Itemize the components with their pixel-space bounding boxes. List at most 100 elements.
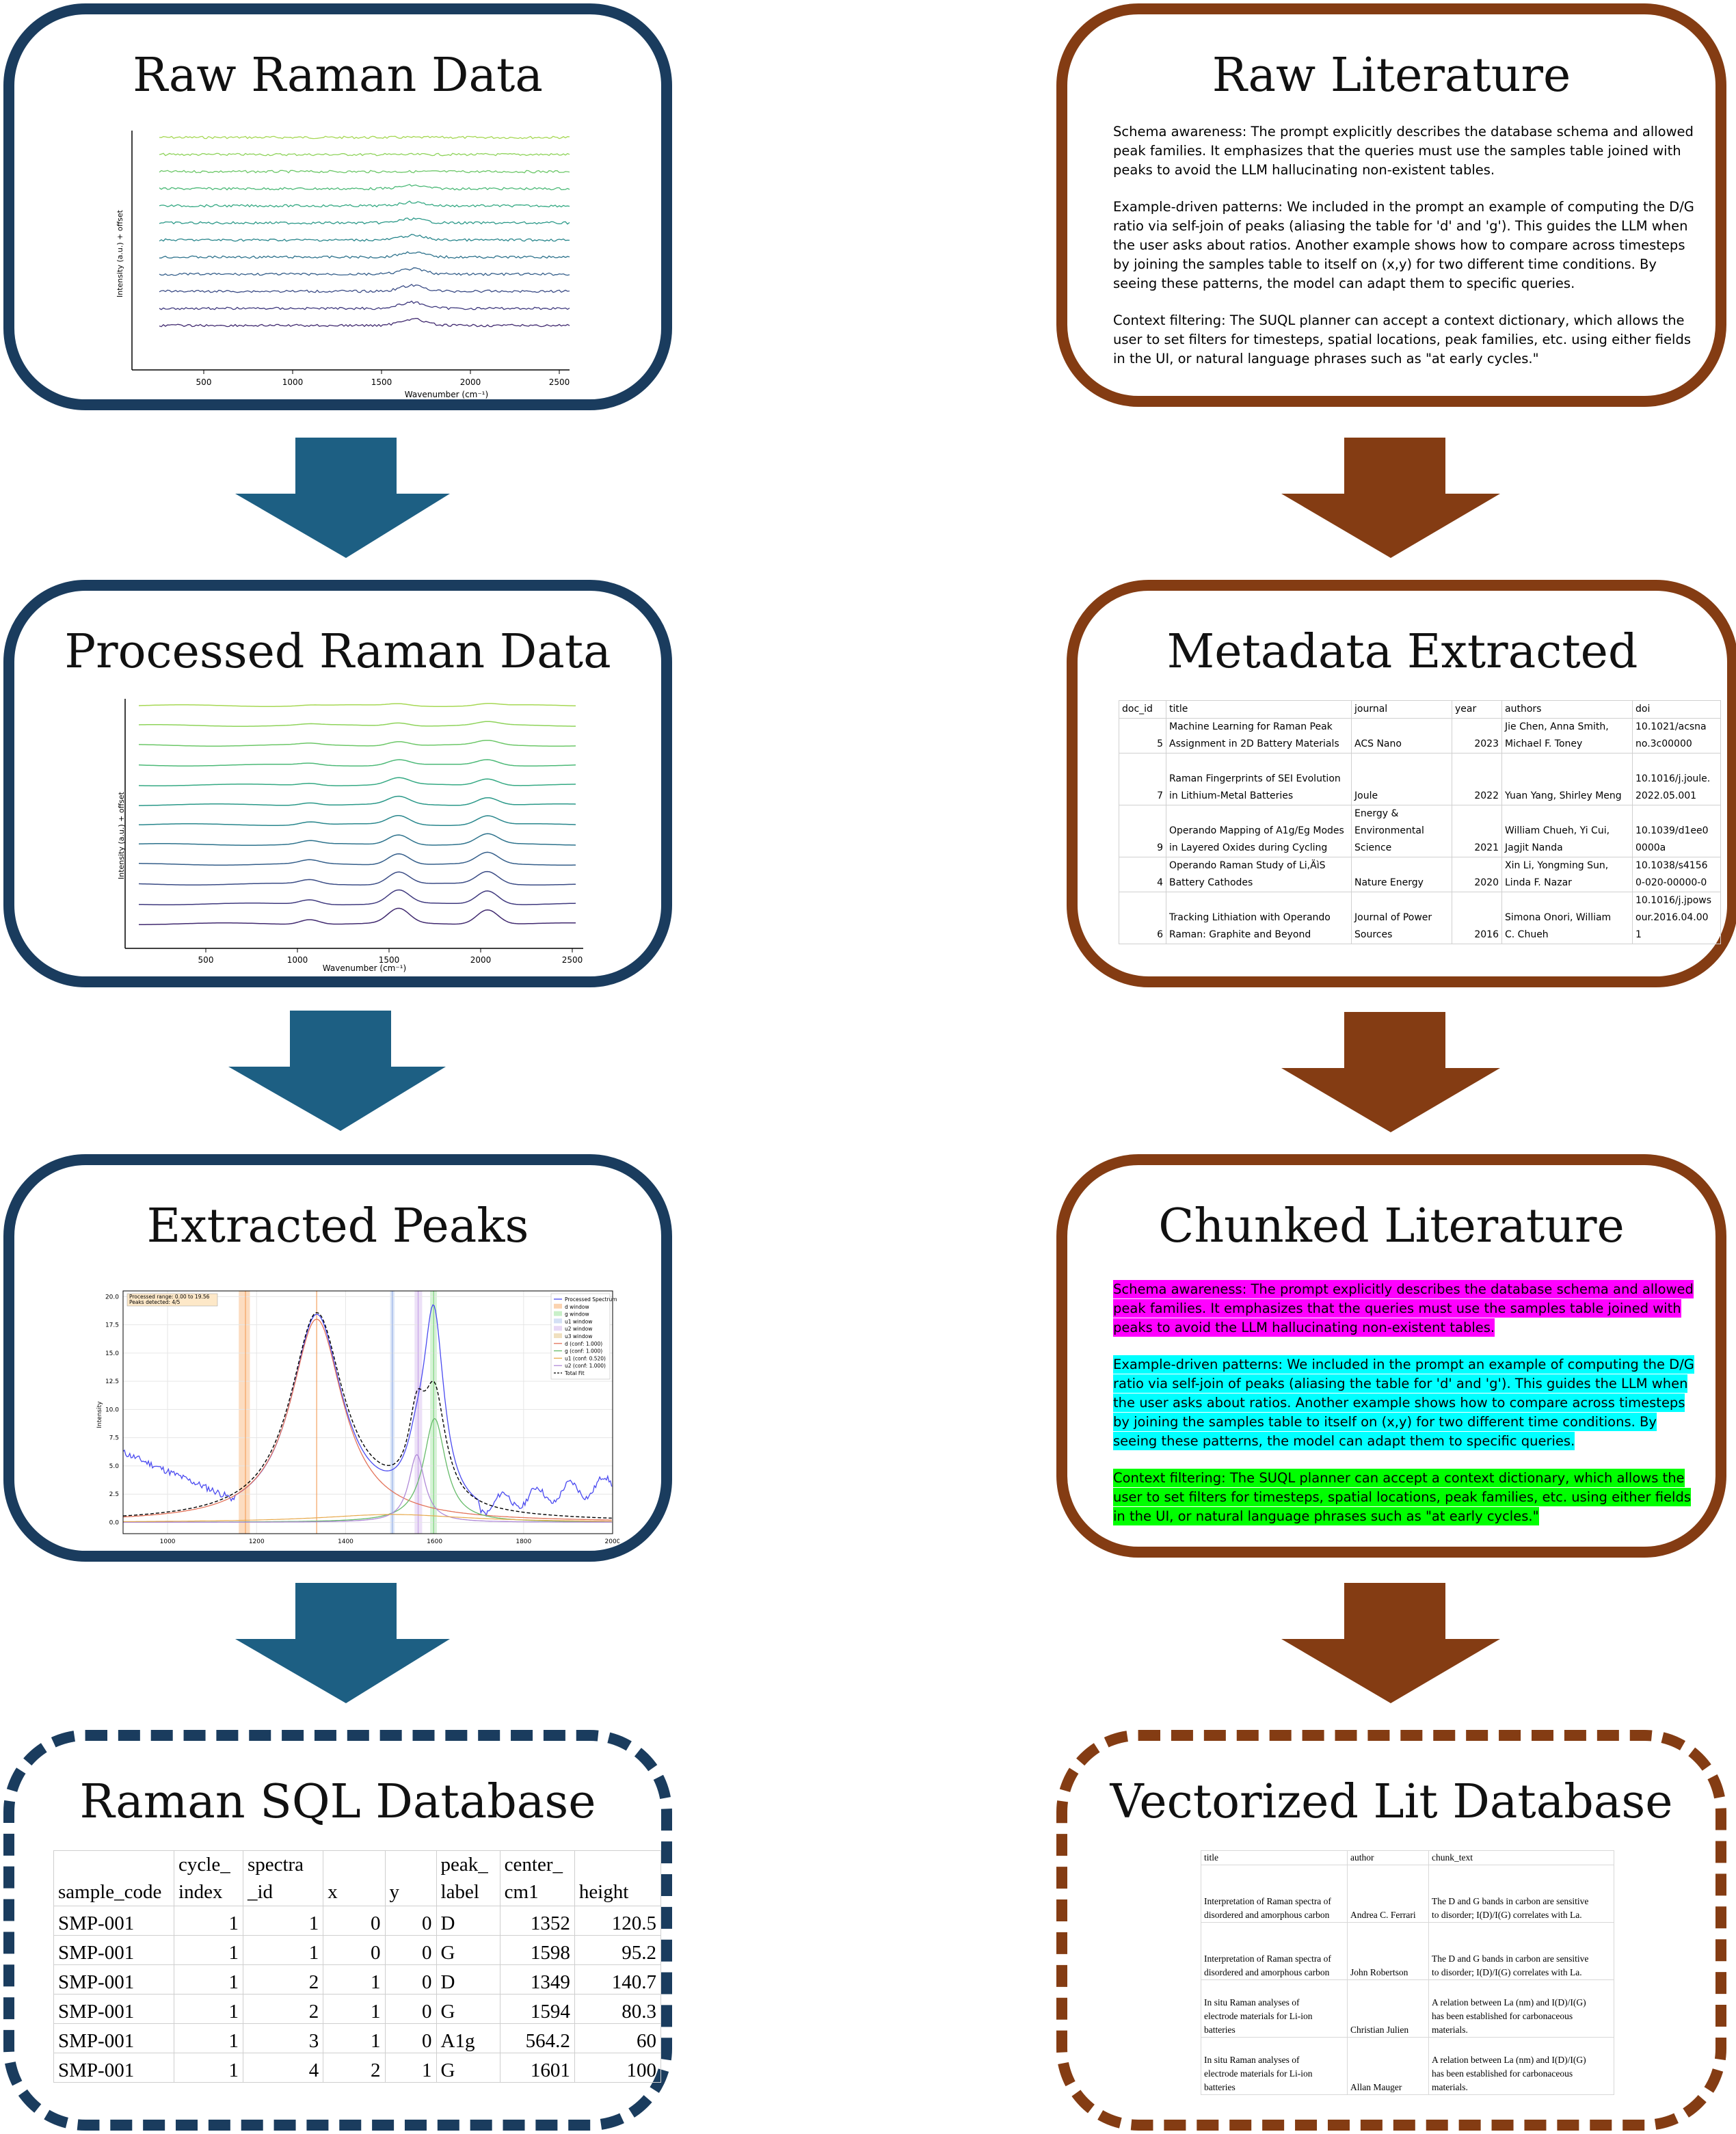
chunked-literature-box: Chunked Literature Schema awareness: The… (1056, 1154, 1726, 1558)
sql-cell: 120.5 (574, 1906, 662, 1936)
processed-spectrum-line (138, 721, 576, 727)
vector-cell: John Robertson (1347, 1922, 1429, 1980)
sql-header-cell: center_cm1 (499, 1850, 575, 1906)
metadata-cell: 5 (1119, 718, 1166, 753)
raw-literature-title: Raw Literature (1212, 49, 1571, 103)
metadata-extracted-title: Metadata Extracted (1166, 625, 1638, 679)
legend-label: Processed Spectrum (565, 1296, 617, 1303)
sql-cell: 1 (174, 1906, 243, 1936)
metadata-cell: Jie Chen, Anna Smith,Michael F. Toney (1501, 718, 1633, 753)
sql-cell: 0 (323, 1935, 386, 1965)
chunk-schema: Schema awareness: The prompt explicitly … (1113, 1280, 1694, 1337)
legend-swatch (554, 1326, 562, 1331)
sql-header-cell: sample_code (53, 1850, 175, 1906)
sql-cell: 100 (574, 2053, 662, 2083)
processed-spectrum-line (138, 870, 576, 885)
sql-cell: 1 (384, 2053, 437, 2083)
sql-header-cell: peak_label (436, 1850, 500, 1906)
metadata-cell: 4 (1119, 857, 1166, 892)
raw-tick-label: 1000 (282, 377, 304, 387)
vector-cell: The D and G bands in carbon are sensitiv… (1428, 1865, 1614, 1923)
sql-cell: 1 (174, 1935, 243, 1965)
peaks-y-tick-label: 12.5 (105, 1378, 119, 1385)
raw-lit-paragraph-context: Context filtering: The SUQL planner can … (1113, 312, 1692, 366)
sql-cell: D (436, 1964, 500, 1995)
vector-cell: The D and G bands in carbon are sensitiv… (1428, 1922, 1614, 1980)
metadata-header-doc_id: doc_id (1119, 700, 1166, 719)
sql-header-cell: spectra_id (242, 1850, 324, 1906)
chunk-context: Context filtering: The SUQL planner can … (1113, 1469, 1692, 1525)
raw-spectrum-line (159, 300, 570, 310)
chunk-examples: Example-driven patterns: We included in … (1113, 1355, 1694, 1450)
raw-spectrum-line (159, 200, 570, 208)
arrow-lit-to-metadata (1281, 438, 1500, 558)
u2-fit-curve (123, 1454, 612, 1523)
peaks-x-tick-label: 1600 (427, 1538, 442, 1545)
metadata-cell: 6 (1119, 892, 1166, 944)
sql-cell: 2 (323, 2053, 386, 2083)
proc-tick-label: 1500 (379, 955, 400, 965)
peaks-y-tick-label: 17.5 (105, 1322, 119, 1329)
metadata-header-journal: journal (1351, 700, 1452, 719)
raw-lit-paragraph-schema: Schema awareness: The prompt explicitly … (1113, 124, 1694, 178)
sql-cell: 60 (574, 2023, 662, 2053)
metadata-cell: 9 (1119, 805, 1166, 857)
sql-cell: 1598 (499, 1935, 575, 1965)
raw-spectrum-line (159, 251, 570, 259)
sql-cell: SMP-001 (53, 1964, 175, 1995)
vector-header-author: author (1347, 1850, 1429, 1865)
peaks-annotation-box (126, 1293, 218, 1307)
sql-cell: G (436, 2053, 500, 2083)
proc-x-label: Wavenumber (cm⁻¹) (323, 963, 406, 973)
arrow-peaks-to-sql (235, 1583, 450, 1703)
sql-cell: 1 (242, 1906, 324, 1936)
raman-sql-db-title: Raman SQL Database (79, 1775, 596, 1829)
sql-cell: A1g (436, 2023, 500, 2053)
raw-spectrum-line (159, 183, 570, 191)
legend-swatch (554, 1333, 562, 1338)
raw-spectrum-line (159, 267, 570, 276)
legend-label: d window (565, 1304, 589, 1310)
raw-spectrum-line (159, 152, 570, 157)
legend-label: Total Fit (564, 1370, 585, 1376)
processed-spectrum-line (138, 777, 576, 786)
peaks-y-tick-label: 15.0 (105, 1350, 119, 1357)
raw-literature-box: Raw Literature Schema awareness: The pro… (1056, 3, 1726, 407)
sql-header-cell: height (574, 1850, 662, 1906)
metadata-cell: 2021 (1452, 805, 1502, 857)
metadata-cell: ACS Nano (1351, 718, 1452, 753)
arrow-processed-to-peaks (228, 1011, 446, 1131)
arrow-raw-to-processed (235, 438, 450, 558)
sql-cell: 1 (174, 2053, 243, 2083)
sql-cell: 2 (242, 1964, 324, 1995)
sql-cell: D (436, 1906, 500, 1936)
metadata-header-authors: authors (1501, 700, 1633, 719)
sql-cell: 0 (323, 1906, 386, 1936)
sql-cell: 1 (242, 1935, 324, 1965)
peaks-y-tick-label: 0.0 (109, 1519, 120, 1526)
sql-cell: 1 (174, 1964, 243, 1995)
peaks-window-bands (239, 1291, 437, 1534)
peaks-y-tick-label: 7.5 (109, 1435, 119, 1442)
sql-cell: 1349 (499, 1964, 575, 1995)
sql-cell: 1 (323, 1964, 386, 1995)
metadata-cell: 2020 (1452, 857, 1502, 892)
peaks-frame (122, 1290, 613, 1534)
vector-cell: Andrea C. Ferrari (1347, 1865, 1429, 1923)
